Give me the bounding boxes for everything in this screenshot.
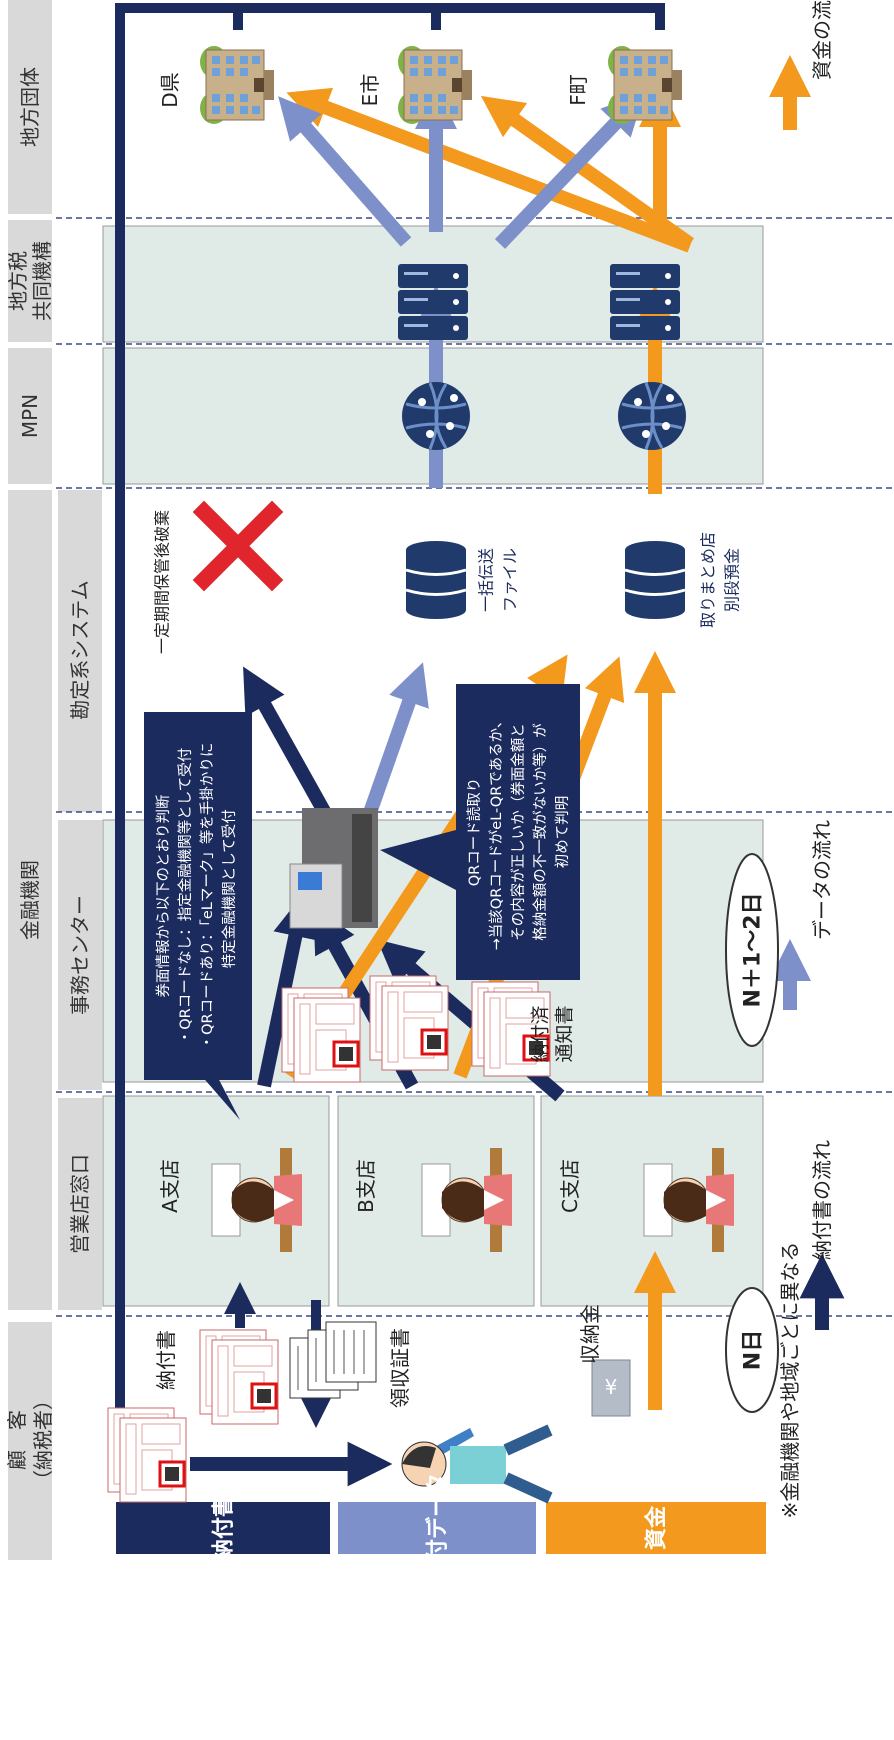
receipt-label: 領収証書 — [388, 1328, 412, 1408]
lane-header-accounting-bg — [58, 490, 102, 812]
branch-b-label: B支店 — [354, 1159, 378, 1213]
database-icon — [623, 539, 687, 621]
batch-data-arrow — [359, 662, 429, 827]
lane-header-center-bg — [58, 820, 102, 1090]
lane-label-customer: 顧 客（納税者） — [5, 1390, 55, 1490]
lane-header-branch-bg — [58, 1098, 102, 1310]
callout-left-box — [144, 712, 252, 1080]
lane-label-branch: 営業店窓口 — [68, 1154, 92, 1254]
building-f-icon — [607, 45, 683, 125]
discard-x-icon — [192, 500, 284, 592]
server-icon — [398, 264, 468, 340]
tab-slip-bg — [116, 1502, 330, 1554]
receipt-icon — [325, 1321, 377, 1383]
slip-icon — [118, 1416, 188, 1504]
tab-data: 納付データ — [425, 1473, 451, 1583]
lane-label-jointorg: 地方税共同機構 — [6, 241, 54, 321]
network-globe-icon — [616, 380, 688, 452]
funds-to-e-arrow — [480, 95, 695, 250]
callout-right-text: QRコード読取り→当該QRコードがeL-QRであるか、その内容が正しいか（券面金… — [466, 714, 571, 951]
legend-data-label: データの流れ — [810, 820, 834, 940]
data-to-d-arrow — [278, 96, 412, 247]
tab-slip: 納付書 — [211, 1495, 237, 1561]
discard-label: 一定期間保管後破棄 — [153, 510, 172, 654]
gov-e-label: E市 — [358, 74, 382, 107]
tab-data-bg — [338, 1502, 536, 1554]
lane-label-center: 事務センター — [68, 895, 92, 1015]
payment-money-label: 収納金 — [578, 1304, 602, 1364]
lane-header-jointorg-bg — [8, 220, 52, 342]
gov-f-label: F町 — [566, 74, 590, 106]
slip-icon — [380, 984, 450, 1072]
lane-header-financial-institution-bg — [8, 490, 52, 1310]
slip-icon — [210, 1338, 280, 1426]
scanner-machine-icon — [289, 808, 378, 929]
branch-a-label: A支店 — [158, 1159, 182, 1213]
n-day-oval — [725, 1287, 779, 1413]
building-e-icon — [397, 45, 473, 125]
lane-label-localgov: 地方団体 — [18, 67, 42, 147]
lane-label-financial-institution: 金融機関 — [18, 860, 42, 940]
n-day-label: N日 — [741, 1330, 766, 1370]
lane-label-accounting: 勘定系システム — [68, 580, 92, 719]
tab-funds-bg — [546, 1502, 766, 1554]
slip-icon — [292, 996, 362, 1084]
server-icon — [610, 264, 680, 340]
lane-header-localgov-bg — [8, 0, 52, 214]
slip-frame-line — [115, 3, 665, 1480]
yen-icon: ¥ — [605, 1375, 618, 1399]
legend-funds-label: 資金の流 — [810, 0, 834, 80]
building-d-icon — [199, 45, 275, 125]
deposit-label: 取りまとめ店別段預金 — [699, 532, 742, 628]
network-globe-icon — [400, 380, 472, 452]
callouts-layer: 券面情報から以下のとおり判断・QRコードなし：指定金融機関等として受付・QRコー… — [144, 684, 779, 1413]
cash-envelope-icon — [591, 1359, 631, 1417]
taxpayer-person-icon — [401, 1424, 553, 1504]
gov-d-label: D県 — [158, 72, 182, 107]
callout-left-pointer — [200, 1074, 240, 1120]
n-plus-oval — [725, 853, 779, 1047]
data-to-f-arrow — [494, 92, 645, 249]
legend-slip-label: 納付書の流れ — [810, 1140, 834, 1260]
note-label: ※金融機関や地域ごとに異なる — [778, 1242, 802, 1519]
callout-right-pointer — [380, 830, 456, 890]
notice-done-label: 納付済通知書 — [530, 1005, 576, 1062]
database-icon — [404, 539, 468, 621]
tab-funds: 資金 — [644, 1505, 670, 1550]
n-plus-label: N＋1〜2日 — [741, 892, 766, 1007]
funds-to-d-arrow — [286, 87, 693, 253]
icons-layer: ¥ — [106, 45, 735, 1504]
discard-arrow — [243, 666, 337, 826]
lane-header-mpn-bg — [8, 348, 52, 484]
slip-label: 納付書 — [154, 1330, 178, 1390]
branch-c-label: C支店 — [558, 1159, 582, 1213]
callout-left-text: 券面情報から以下のとおり判断・QRコードなし：指定金融機関等として受付・QRコー… — [155, 743, 238, 1050]
batch-file-label: 一括伝送ファイル — [477, 548, 520, 612]
callout-right-box — [456, 684, 580, 980]
lane-header-customer-bg — [8, 1322, 52, 1560]
lane-label-mpn: MPN — [18, 394, 42, 438]
